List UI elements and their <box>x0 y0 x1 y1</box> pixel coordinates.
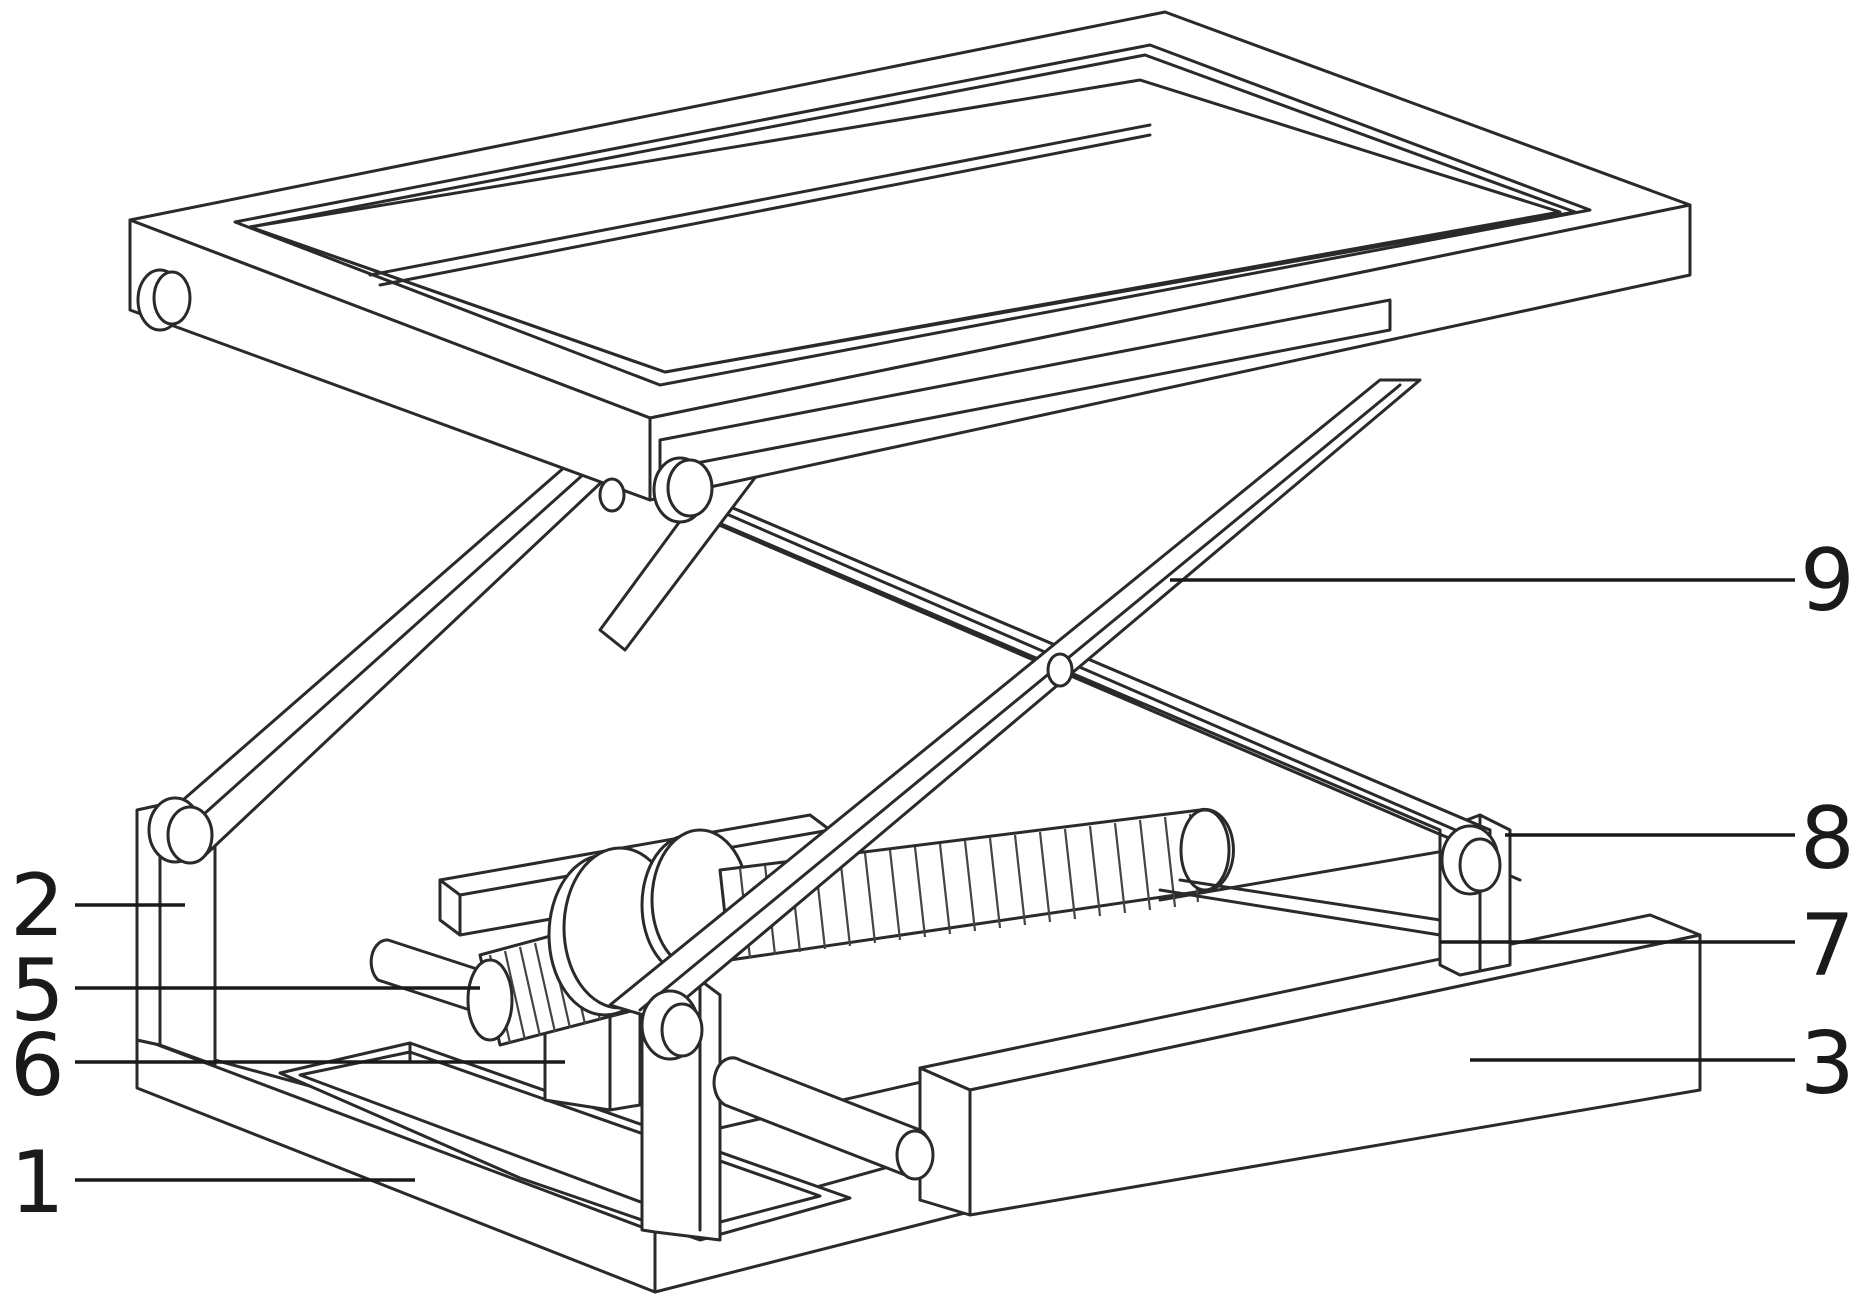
top-platform <box>128 10 1692 502</box>
pivot-center <box>1046 652 1074 688</box>
pivot-top-left <box>136 268 192 332</box>
label-8: 8 <box>1800 789 1849 889</box>
label-3: 3 <box>1800 1014 1849 1114</box>
lower-slide-rod <box>712 1056 935 1181</box>
pivot-lower-right <box>1440 824 1502 896</box>
label-5: 5 <box>10 941 65 1041</box>
label-7: 7 <box>1800 896 1849 996</box>
label-1: 1 <box>10 1133 65 1233</box>
pivot-lower-front <box>640 989 704 1061</box>
pivot-pins <box>136 268 1502 1061</box>
pivot-platform-front <box>652 456 714 524</box>
pivot-lower-left <box>147 796 214 865</box>
label-2: 2 <box>10 856 65 956</box>
label-6: 6 <box>10 1016 65 1116</box>
callout-leaders <box>75 578 1795 1182</box>
scissor-arm-left <box>158 443 627 862</box>
callout-labels: 9 8 7 3 2 5 6 1 <box>10 531 1849 1233</box>
pivot-mid-left <box>598 477 626 513</box>
label-9: 9 <box>1800 531 1849 631</box>
